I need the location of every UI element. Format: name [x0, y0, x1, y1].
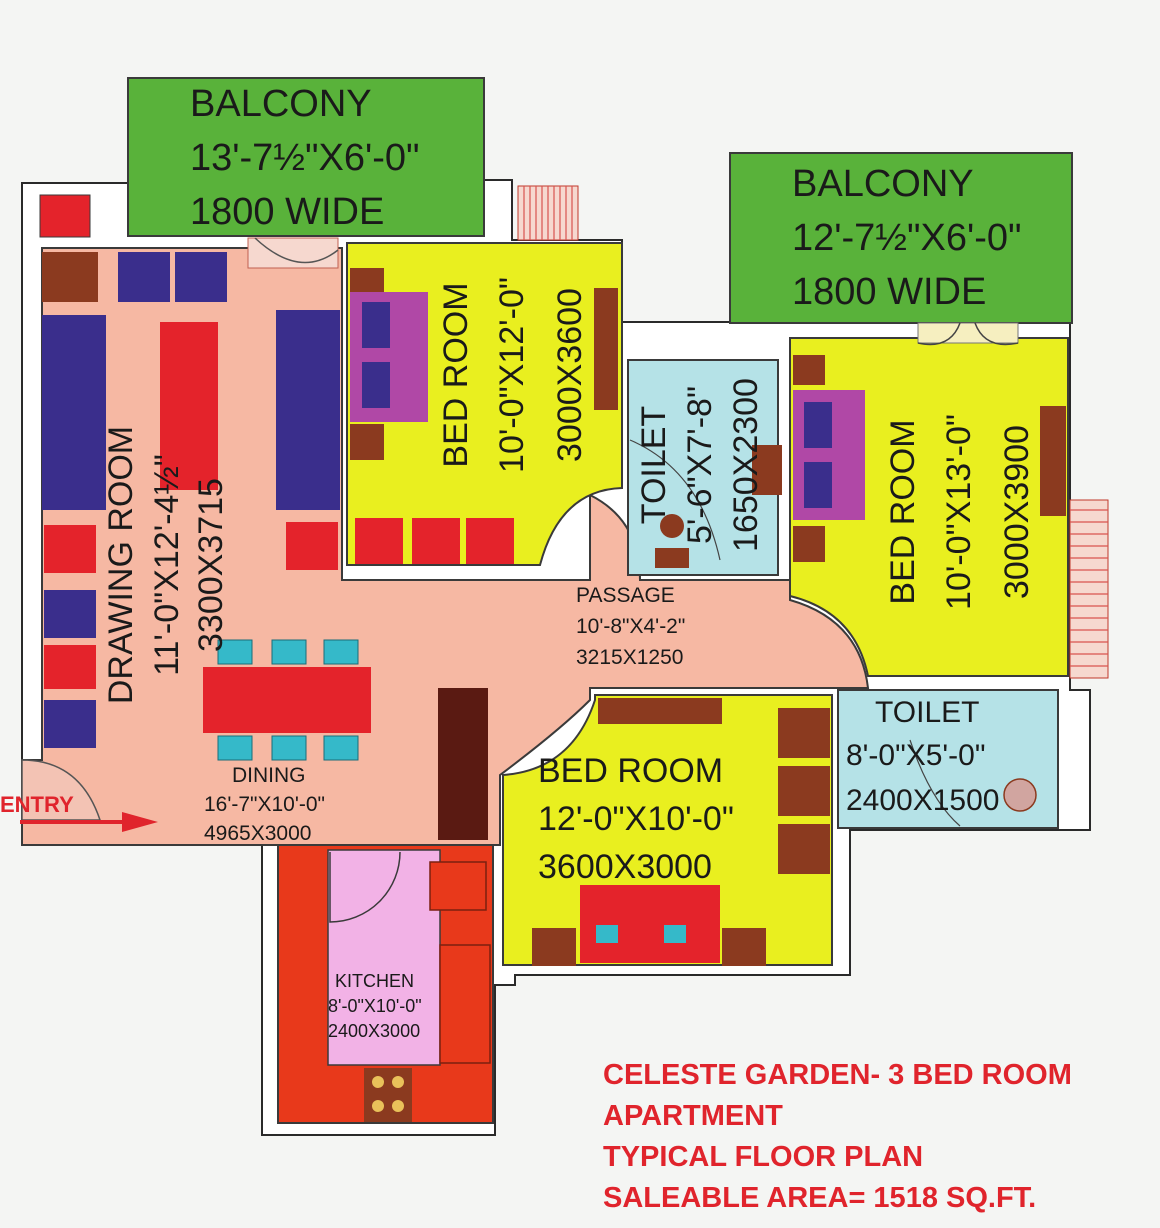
- bedroom-1-size: 10'-0"X12'-0": [493, 277, 531, 473]
- dining-table: [203, 667, 371, 733]
- toilet-door-panel: [752, 445, 782, 495]
- entry-arrow-icon: [122, 812, 158, 832]
- caption-line-2: APARTMENT: [603, 1100, 783, 1132]
- chair-blue: [44, 700, 96, 748]
- balcony-left-name: BALCONY: [190, 83, 372, 125]
- door-panel: [247, 237, 339, 269]
- chair-blue: [44, 590, 96, 638]
- caption-line-4: SALEABLE AREA= 1518 SQ.FT.: [603, 1182, 1037, 1214]
- nightstand: [532, 928, 576, 966]
- toilet-door-swing: [629, 439, 721, 561]
- armchair: [118, 252, 170, 302]
- pillow: [804, 462, 832, 508]
- corner-cabinet: [39, 194, 91, 238]
- bedroom-2-size: 10'-0"X13'-0": [940, 414, 978, 610]
- toilet-2-mm: 2400X1500: [846, 784, 1000, 817]
- bedroom-2-label: BED ROOM 10'-0"X13'-0" 3000X3900: [884, 414, 1036, 610]
- pillow: [362, 362, 390, 408]
- wardrobe-unit: [438, 688, 488, 840]
- drawing-room-name: DRAWING ROOM: [102, 426, 140, 704]
- balcony-right: [729, 152, 1073, 324]
- toilet-2-size: 8'-0"X5'-0": [846, 739, 985, 772]
- bedroom-1-label: BED ROOM 10'-0"X12'-0" 3000X3600: [437, 277, 589, 473]
- kitchen-size: 8'-0"X10'-0": [328, 996, 422, 1016]
- toilet-1-mm: 1650X2300: [727, 378, 765, 552]
- wardrobe: [1040, 406, 1066, 516]
- door-swing: [254, 237, 339, 264]
- bedroom-1-mm: 3000X3600: [551, 288, 589, 462]
- caption-line-3: TYPICAL FLOOR PLAN: [603, 1141, 924, 1173]
- kitchen-door-swing: [329, 851, 401, 923]
- armchair: [175, 252, 227, 302]
- ledge-right: [1069, 499, 1109, 679]
- toilet-icon: [1003, 778, 1037, 812]
- side-table: [42, 252, 98, 302]
- kitchen-floor: [327, 849, 441, 1066]
- wardrobe: [778, 708, 830, 874]
- ottoman: [286, 522, 338, 570]
- dining-chairs: [217, 639, 359, 761]
- door-panel: [917, 322, 1019, 344]
- pillow: [362, 302, 390, 348]
- drawing-room-mm: 3300X3715: [192, 478, 230, 652]
- kitchen-cabinet: [439, 944, 491, 1064]
- dresser: [598, 698, 722, 724]
- toilet-door-swing: [909, 739, 961, 827]
- toilet-1-label: TOILET 5'-6"X7'-8" 1650X2300: [635, 378, 765, 552]
- balcony-right-name: BALCONY: [792, 163, 974, 205]
- chairs: [355, 518, 514, 564]
- balcony-left-size: 13'-7½"X6'-0": [190, 137, 420, 179]
- bedroom-3-name: BED ROOM: [538, 752, 723, 790]
- bedroom-3-mm: 3600X3000: [538, 848, 712, 886]
- balcony-left-note: 1800 WIDE: [190, 191, 384, 233]
- pillow: [596, 925, 618, 943]
- toilet-1-size: 5'-6"X7'-8": [681, 386, 719, 544]
- bed: [580, 885, 720, 963]
- chair-red: [44, 645, 96, 689]
- toilet-2-name: TOILET: [875, 696, 979, 729]
- passage-size: 10'-8"X4'-2": [576, 615, 685, 638]
- nightstand: [793, 526, 825, 562]
- door-swing: [917, 322, 1019, 346]
- toilet-1-name: TOILET: [635, 406, 673, 524]
- bedroom-2-mm: 3000X3900: [998, 425, 1036, 599]
- chair-red: [44, 525, 96, 573]
- entry-door-swing: [21, 759, 102, 821]
- bedroom-1-name: BED ROOM: [437, 282, 475, 467]
- entry-label: ENTRY: [0, 792, 74, 817]
- caption-line-1: CELESTE GARDEN- 3 BED ROOM: [603, 1059, 1072, 1091]
- drawing-room-label: DRAWING ROOM 11'-0"X12'-4½" 3300X3715: [102, 426, 230, 704]
- drawing-room-size: 11'-0"X12'-4½": [148, 454, 186, 676]
- kitchen-mm: 2400X3000: [328, 1021, 420, 1041]
- balcony-right-note: 1800 WIDE: [792, 271, 986, 313]
- nightstand: [350, 424, 384, 460]
- sofa-left: [42, 315, 106, 510]
- bedroom-3-size: 12'-0"X10'-0": [538, 800, 734, 838]
- balcony-right-size: 12'-7½"X6'-0": [792, 217, 1022, 259]
- dining-name: DINING: [232, 764, 306, 787]
- nightstand: [793, 355, 825, 385]
- coffee-table: [160, 322, 218, 490]
- nightstand: [722, 928, 766, 966]
- passage-mm: 3215X1250: [576, 646, 683, 669]
- pillow: [664, 925, 686, 943]
- stove-icon: [364, 1068, 412, 1122]
- bedroom-2-name: BED ROOM: [884, 419, 922, 604]
- balcony-left: [127, 77, 485, 237]
- pillow: [804, 402, 832, 448]
- kitchen-name: KITCHEN: [335, 971, 414, 991]
- dining-size: 16'-7"X10'-0": [204, 793, 325, 816]
- toilet-icon: [655, 514, 689, 568]
- nightstand: [350, 268, 384, 292]
- kitchen-sink: [429, 861, 487, 911]
- wardrobe: [594, 288, 618, 410]
- dining-mm: 4965X3000: [204, 822, 311, 845]
- ledge-top: [517, 185, 579, 241]
- plan-caption: CELESTE GARDEN- 3 BED ROOM APARTMENT TYP…: [603, 1055, 1153, 1219]
- passage-name: PASSAGE: [576, 584, 675, 607]
- sofa-right: [276, 310, 340, 510]
